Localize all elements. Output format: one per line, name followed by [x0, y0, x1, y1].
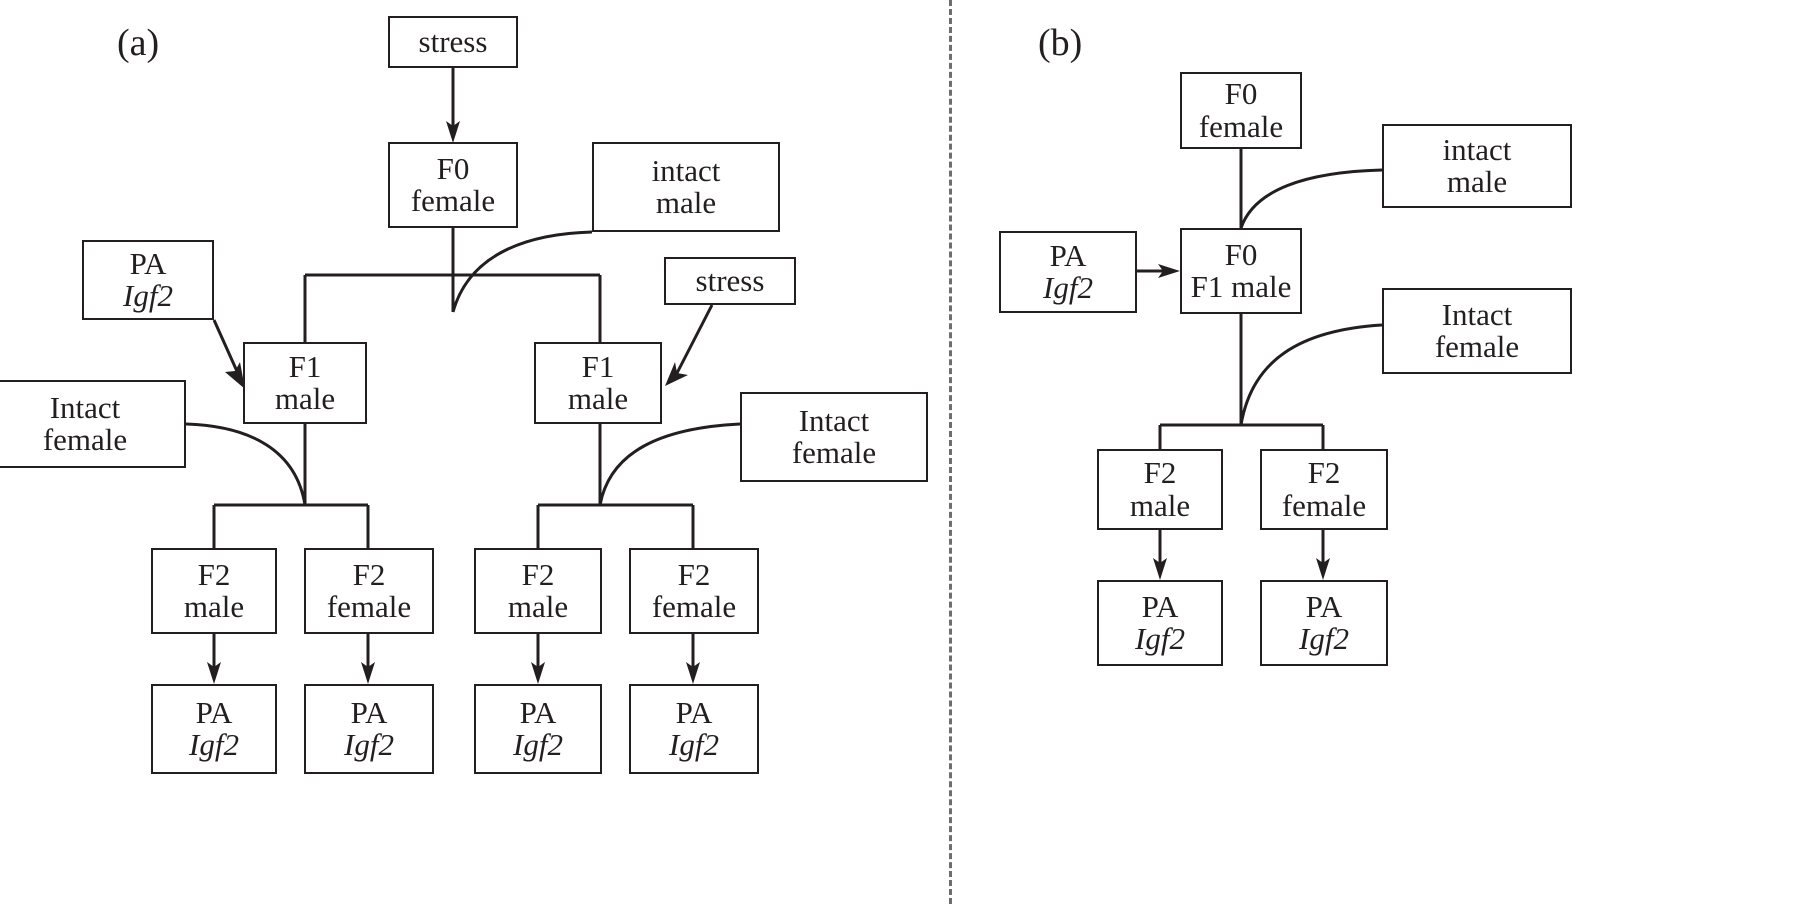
arrowhead-a-pa-to-f1left: [225, 362, 245, 389]
node-label-line1: PA: [1141, 588, 1179, 624]
node-label-line1: stress: [418, 23, 488, 59]
node-label-line2: male: [507, 589, 569, 624]
node-a-f2-male-2: F2 male: [474, 548, 602, 634]
node-label-line2: Igf2: [189, 727, 239, 762]
node-label-line1: F0: [1224, 76, 1258, 112]
node-b-intact-female: Intact female: [1382, 288, 1572, 374]
node-label-line1: PA: [675, 694, 713, 730]
node-a-f1-male-right: F1 male: [534, 342, 662, 424]
arrowhead-a-f2male1-to-pa: [207, 662, 221, 684]
mating-curve-b-f0-intactmale: [1239, 168, 1383, 229]
node-label-line1: F1: [288, 348, 322, 384]
arrowhead-a-f2female2-to-pa: [686, 662, 700, 684]
mating-curve-b-f1male-intactfemale: [1239, 323, 1383, 426]
node-a-intact-female-right: Intact female: [740, 392, 928, 482]
arrowhead-b-f2female-to-pa: [1316, 558, 1330, 580]
node-b-f2-female: F2 female: [1260, 449, 1388, 530]
node-label-line2: female: [1198, 108, 1284, 144]
node-label-line2: Igf2: [513, 727, 563, 762]
arrowhead-b-f2male-to-pa: [1153, 558, 1167, 580]
node-a-f1-male-left: F1 male: [243, 342, 367, 424]
node-label-line1: PA: [195, 694, 233, 730]
node-label-line2: male: [274, 381, 336, 416]
node-label-line1: PA: [519, 694, 557, 730]
node-label-line1: PA: [1305, 588, 1343, 624]
node-label-line1: PA: [350, 694, 388, 730]
node-b-f0-female: F0 female: [1180, 72, 1302, 149]
node-label-line1: Intact: [1441, 296, 1513, 332]
node-a-pa-igf2-2: PA Igf2: [304, 684, 434, 774]
panel-divider: [949, 0, 952, 904]
node-a-pa-igf2-1: PA Igf2: [151, 684, 277, 774]
edge-a-pa-to-f1left: [212, 319, 242, 379]
node-label-line2: Igf2: [344, 727, 394, 762]
node-label-line2: Igf2: [669, 727, 719, 762]
node-label-line1: intact: [1442, 131, 1512, 167]
mating-curve-a-f1left-intactfemale: [185, 422, 307, 506]
node-label-line2: Igf2: [123, 278, 173, 313]
panel-label-b: (b): [1038, 22, 1083, 64]
node-label-line2: F1 male: [1190, 269, 1292, 304]
node-label-line2: male: [567, 381, 629, 416]
node-label-line1: F2: [197, 556, 231, 592]
node-b-f2-male: F2 male: [1097, 449, 1223, 530]
node-b-pa-igf2-male: PA Igf2: [1097, 580, 1223, 666]
node-label-line1: Intact: [798, 402, 870, 438]
node-label-line2: male: [1129, 487, 1191, 523]
node-a-stress-top: stress: [388, 16, 518, 68]
node-label-line1: PA: [129, 245, 167, 281]
node-label-line2: female: [651, 589, 737, 624]
panel-label-a: (a): [117, 22, 160, 64]
node-label-line2: female: [326, 589, 412, 624]
node-label-line2: male: [183, 589, 245, 624]
node-a-pa-igf2: PA Igf2: [82, 240, 214, 320]
node-label-line1: F2: [352, 556, 386, 592]
node-label-line2: male: [1446, 164, 1508, 199]
node-label-line2: female: [42, 422, 128, 457]
node-label-line1: PA: [1049, 237, 1087, 273]
mating-curve-a-f0-intactmale: [451, 230, 593, 313]
node-a-f2-male-1: F2 male: [151, 548, 277, 634]
node-label-line2: female: [1434, 329, 1520, 364]
node-a-f2-female-1: F2 female: [304, 548, 434, 634]
node-b-f0-f1-male: F0 F1 male: [1180, 228, 1302, 314]
node-label-line1: intact: [651, 152, 721, 188]
node-label-line2: Igf2: [1135, 621, 1185, 656]
node-a-pa-igf2-4: PA Igf2: [629, 684, 759, 774]
node-label-line1: F2: [1307, 455, 1341, 491]
mating-curve-a-f1right-intactfemale: [598, 422, 741, 506]
node-label-line2: female: [791, 435, 877, 470]
node-label-line2: male: [655, 185, 717, 220]
node-b-pa-igf2: PA Igf2: [999, 231, 1137, 313]
arrowhead-a-stress-to-f0: [446, 121, 460, 143]
node-label-line1: F1: [581, 348, 615, 384]
node-a-f0-female: F0 female: [388, 142, 518, 228]
node-label-line1: F2: [677, 556, 711, 592]
arrowhead-a-f2female1-to-pa: [361, 662, 375, 684]
node-label-line1: Intact: [49, 389, 121, 425]
edge-a-stressright-to-f1right: [674, 304, 714, 376]
node-label-line1: F2: [1143, 455, 1177, 491]
node-label-line2: Igf2: [1299, 621, 1349, 656]
arrowhead-a-f2male2-to-pa: [531, 662, 545, 684]
node-b-pa-igf2-female: PA Igf2: [1260, 580, 1388, 666]
node-label-line1: F0: [1224, 236, 1258, 272]
node-a-f2-female-2: F2 female: [629, 548, 759, 634]
node-b-intact-male: intact male: [1382, 124, 1572, 208]
node-a-intact-male: intact male: [592, 142, 780, 232]
node-label-line1: F0: [436, 150, 470, 186]
arrowhead-a-stressright-to-f1right: [665, 362, 688, 386]
node-label-line1: F2: [521, 556, 555, 592]
node-label-line2: female: [1281, 487, 1367, 523]
node-label-line1: stress: [695, 262, 765, 298]
node-a-intact-female-left: Intact female: [0, 380, 186, 468]
node-label-line2: female: [410, 183, 496, 218]
node-label-line2: Igf2: [1043, 270, 1093, 305]
node-a-pa-igf2-3: PA Igf2: [474, 684, 602, 774]
arrowhead-b-pa-to-f0f1male: [1158, 264, 1180, 278]
node-a-stress-right: stress: [664, 257, 796, 305]
